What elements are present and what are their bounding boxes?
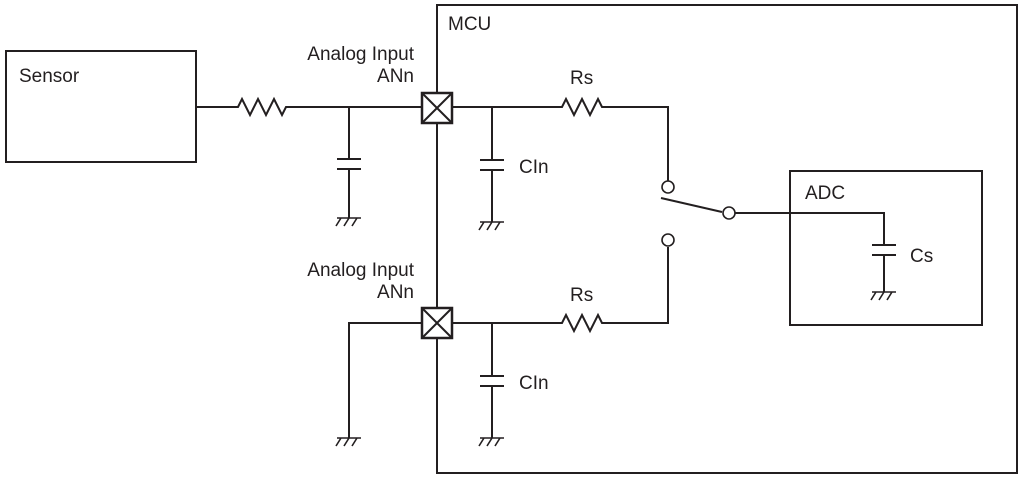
analog-input-pin-bottom: [420, 306, 454, 340]
adc-block: [789, 170, 983, 326]
cin-top-capacitor: [480, 107, 504, 222]
ground-icon: [478, 437, 504, 447]
cs-label: Cs: [910, 246, 933, 267]
switch-contact-bottom: [661, 233, 675, 247]
ground-icon: [335, 217, 361, 227]
mcu-label: MCU: [448, 14, 491, 35]
cin-bottom-capacitor: [480, 323, 504, 438]
pin-bottom-label-line1: Analog Input: [307, 260, 414, 281]
rs-bottom-label: Rs: [570, 285, 593, 306]
pin-bottom-label-line2: ANn: [377, 282, 414, 303]
sensor-resistor: [196, 96, 422, 118]
analog-input-pin-top: [420, 91, 454, 125]
switch-common: [722, 206, 736, 220]
ground-icon: [335, 437, 361, 447]
ground-icon: [478, 221, 504, 231]
switch-contact-top: [661, 180, 675, 194]
ground-icon: [870, 291, 896, 301]
rs-bottom-resistor: [452, 247, 669, 334]
sensor-label: Sensor: [19, 66, 80, 87]
switch-arm: [660, 197, 723, 213]
pin-top-label-line2: ANn: [377, 66, 414, 87]
external-capacitor-top: [337, 107, 361, 218]
cin-bottom-label: CIn: [519, 373, 549, 394]
rs-top-label: Rs: [570, 68, 593, 89]
adc-input-wire: [735, 212, 896, 292]
rs-top-resistor: [452, 96, 669, 185]
adc-label: ADC: [805, 183, 845, 204]
cin-top-label: CIn: [519, 157, 549, 178]
mcu-block: [436, 4, 1018, 474]
pin-top-label-line1: Analog Input: [307, 44, 414, 65]
bottom-input-wire: [348, 322, 422, 438]
